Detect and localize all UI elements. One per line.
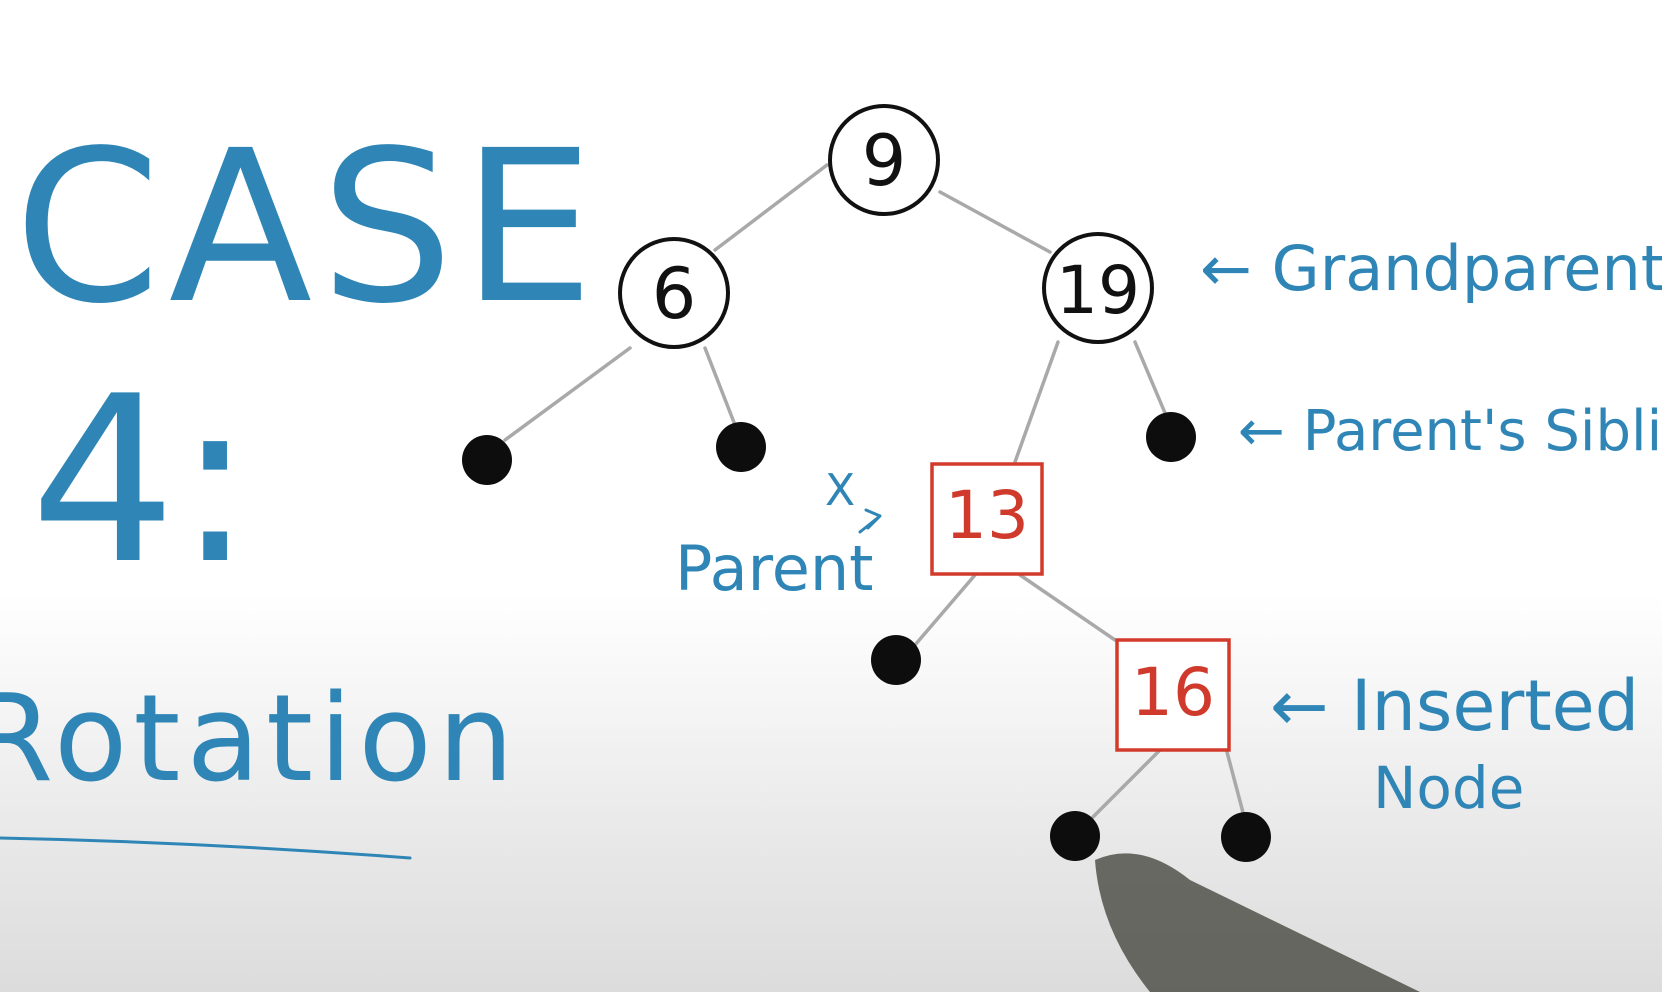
inserted-annotation-line1: ← Inserted bbox=[1270, 665, 1639, 747]
nil-leaf bbox=[716, 422, 766, 472]
edge-9-6 bbox=[713, 163, 829, 252]
node-circle bbox=[618, 237, 730, 349]
nil-leaf bbox=[871, 635, 921, 685]
edge-9-19 bbox=[938, 190, 1052, 254]
parent-annotation: Parent bbox=[675, 532, 873, 605]
node-label: 19 bbox=[1056, 252, 1140, 329]
node-label: 9 bbox=[862, 120, 907, 202]
nil-leaves bbox=[462, 412, 1271, 862]
rotation-subtitle: Rotation bbox=[0, 670, 520, 809]
node-16: 16 bbox=[1115, 638, 1231, 752]
node-13: 13 bbox=[930, 462, 1044, 576]
node-6: 6 bbox=[618, 237, 730, 349]
edge-13-16 bbox=[1018, 573, 1117, 642]
grandparent-annotation: ← Grandparent bbox=[1200, 232, 1662, 305]
nil-leaf bbox=[1146, 412, 1196, 462]
stylus-shadow bbox=[1095, 853, 1420, 992]
node-circle bbox=[1042, 232, 1154, 344]
node-label: 13 bbox=[945, 477, 1029, 554]
edge-16-nil-right bbox=[1225, 750, 1247, 822]
nil-leaf bbox=[1221, 812, 1271, 862]
edge-6-nil-left bbox=[503, 346, 632, 442]
node-label: 16 bbox=[1131, 654, 1215, 731]
node-square bbox=[930, 462, 1044, 576]
node-19: 19 bbox=[1042, 232, 1154, 344]
parent-mark: X bbox=[825, 465, 855, 516]
edge-19-nil bbox=[1133, 340, 1170, 422]
node-square bbox=[1115, 638, 1231, 752]
parents-sibling-annotation: ← Parent's Sibling bbox=[1238, 399, 1662, 464]
inserted-annotation-line2: Node bbox=[1373, 754, 1524, 822]
edge-13-nil bbox=[913, 573, 977, 647]
case-number: 4: bbox=[30, 348, 254, 615]
nil-leaf bbox=[1050, 811, 1100, 861]
edge-6-nil-right bbox=[703, 346, 737, 427]
subtitle-underline bbox=[0, 836, 412, 860]
node-9: 9 bbox=[828, 104, 940, 216]
edge-19-13 bbox=[1013, 340, 1060, 464]
node-label: 6 bbox=[652, 253, 697, 335]
parent-arrow bbox=[858, 508, 882, 534]
nil-leaf bbox=[462, 435, 512, 485]
node-circle bbox=[828, 104, 940, 216]
tree-edges bbox=[503, 163, 1247, 827]
case-title: CASE bbox=[14, 105, 602, 350]
edge-16-nil-left bbox=[1083, 748, 1162, 827]
